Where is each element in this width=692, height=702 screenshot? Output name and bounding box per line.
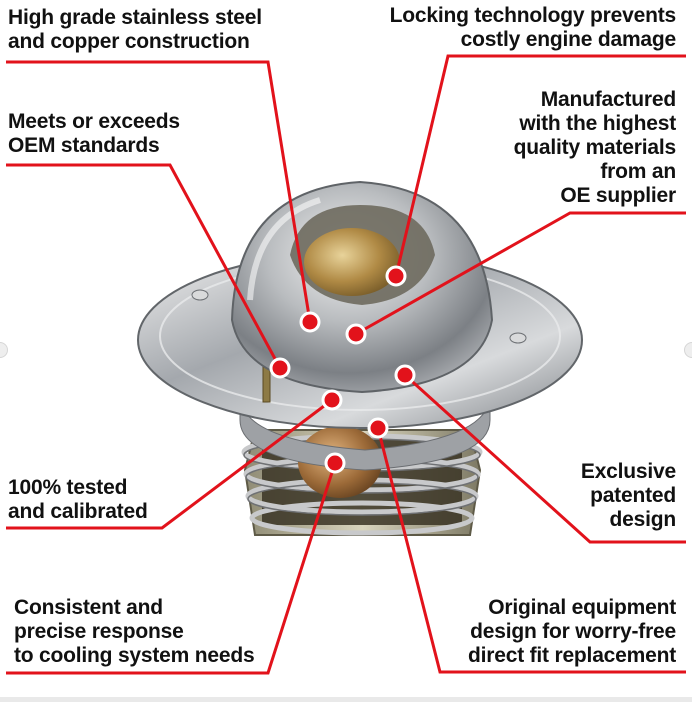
callout-exclusive: Exclusive patented design [580,460,676,531]
callout-manufactured: Manufactured with the highest quality ma… [513,88,677,207]
callout-steel: High grade stainless steel and copper co… [8,6,262,53]
dot-steel [299,311,321,333]
dome [230,180,494,394]
callout-locking: Locking technology prevents costly engin… [389,4,677,51]
callout-lines [6,54,686,675]
callout-tested: 100% tested and calibrated [8,476,148,523]
dot-original [367,417,389,439]
callout-oem: Meets or exceeds OEM standards [8,110,180,157]
callout-dots [269,265,416,474]
dot-oem [269,357,291,379]
dot-tested [321,389,343,411]
dot-manufactured [345,323,367,345]
callout-consistent: Consistent and precise response to cooli… [14,596,255,667]
dot-exclusive [394,364,416,386]
dot-locking [385,265,407,287]
callout-original: Original equipment design for worry-free… [468,596,676,667]
bottom-divider [0,697,692,702]
dot-consistent [324,452,346,474]
